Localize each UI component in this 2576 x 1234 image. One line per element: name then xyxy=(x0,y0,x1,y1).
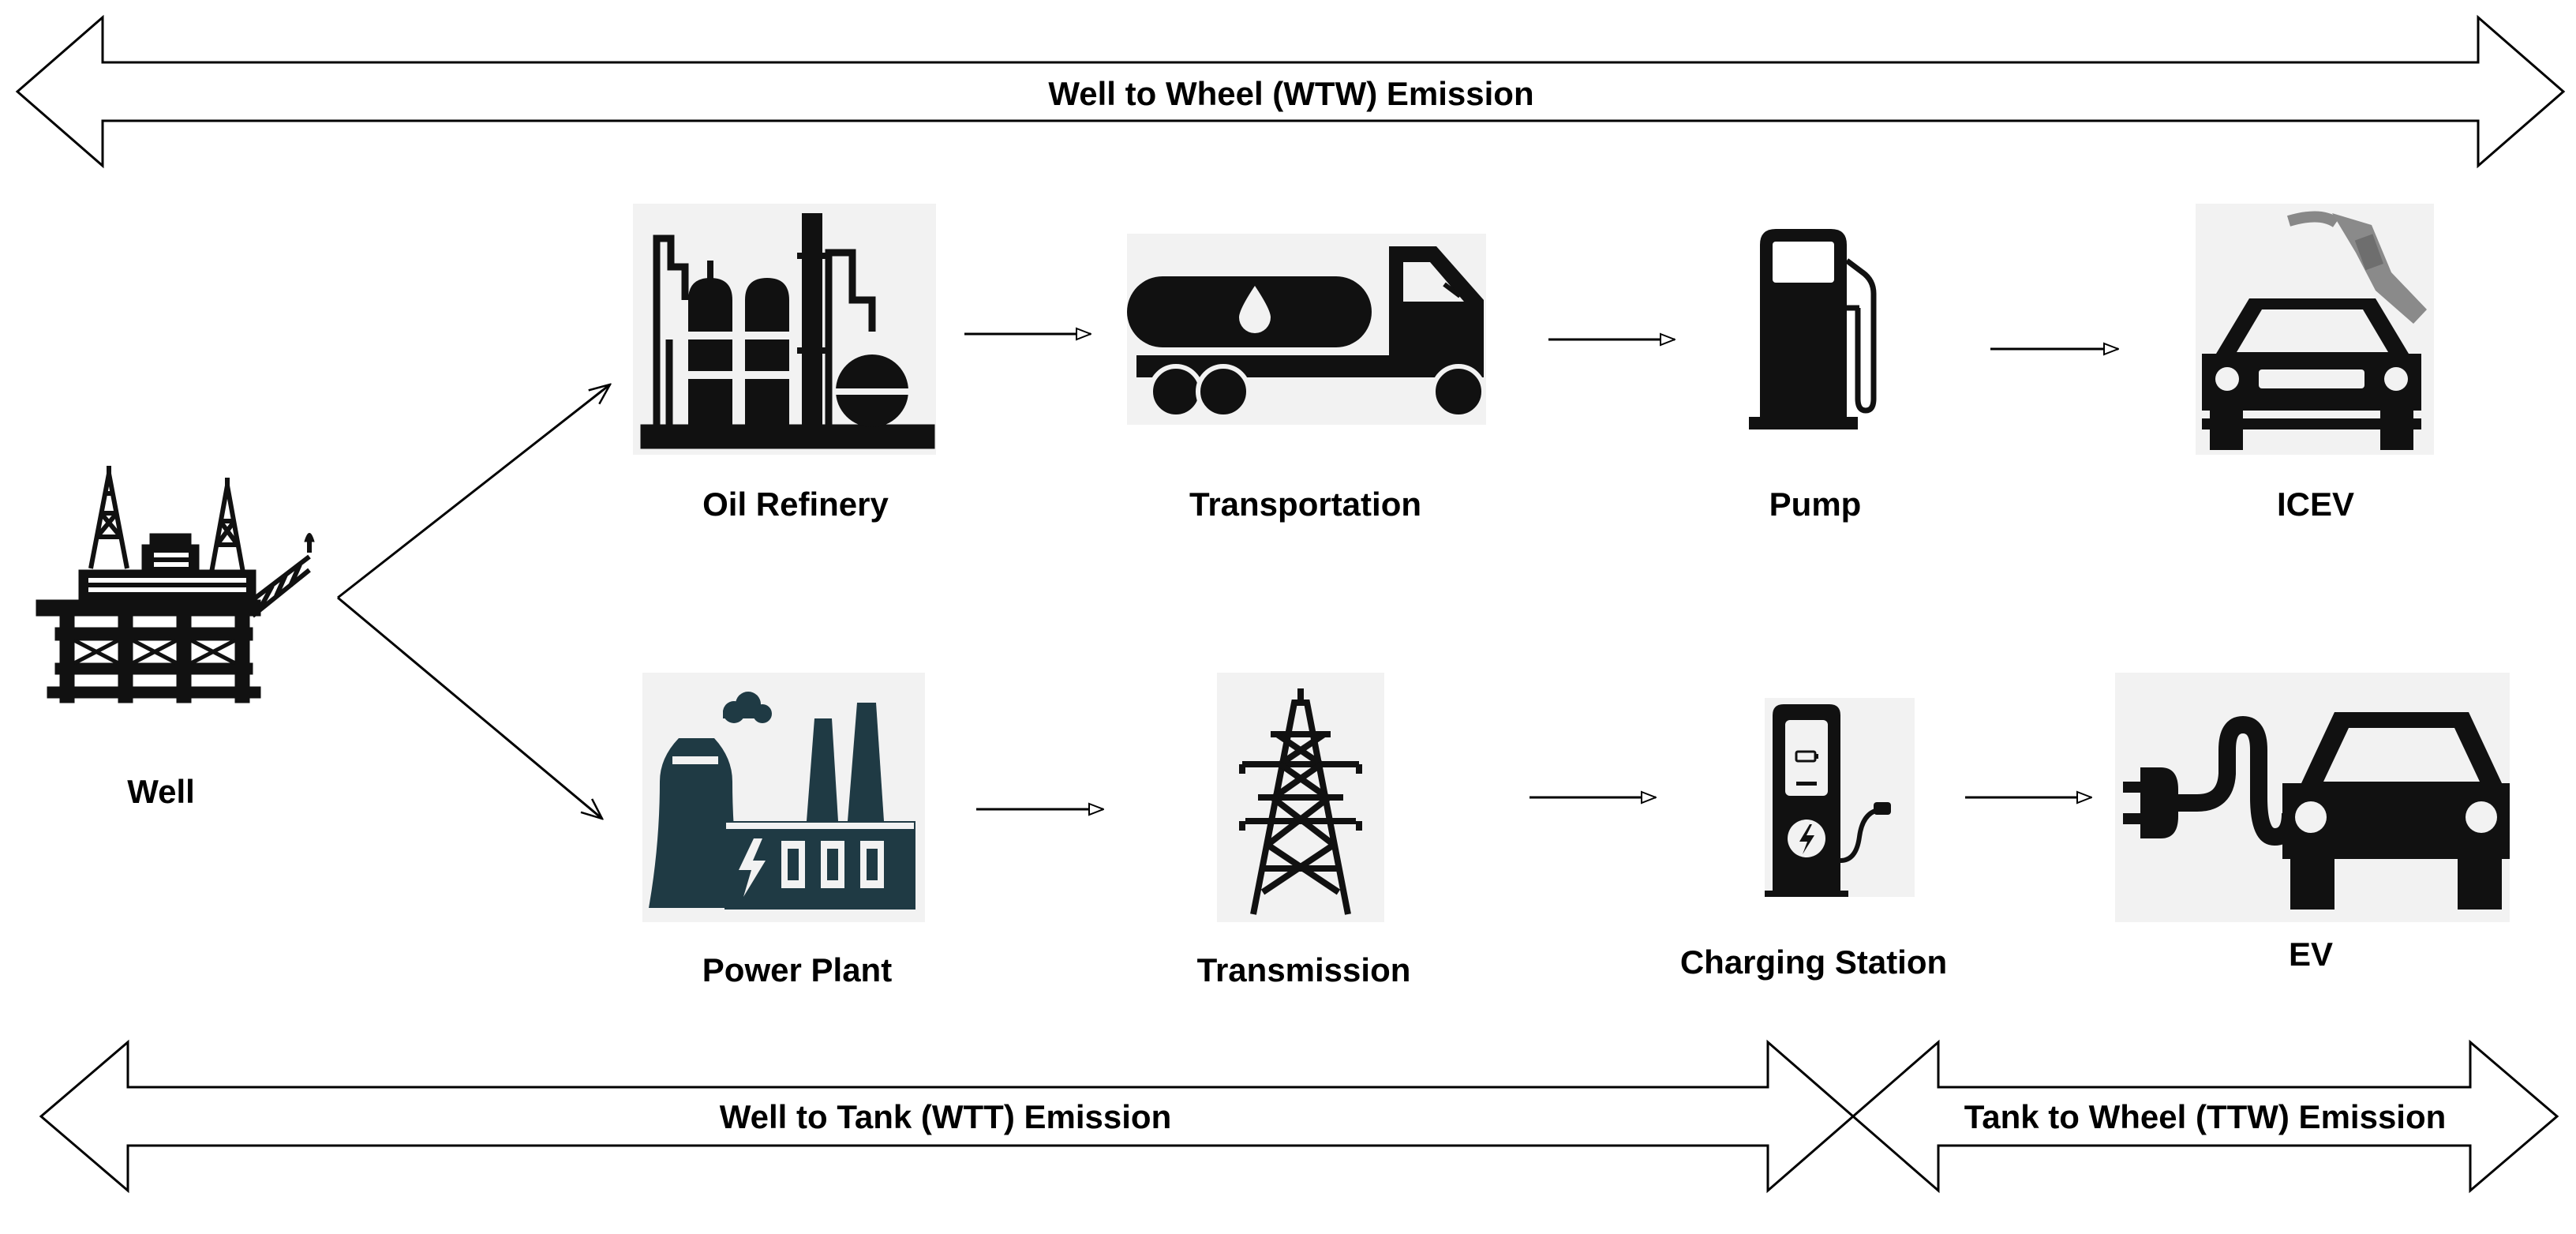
transmission-tower-icon xyxy=(1239,688,1362,915)
pump-label: Pump xyxy=(1769,486,1862,523)
ev-label: EV xyxy=(2288,936,2334,973)
oil-rig-icon xyxy=(36,466,315,703)
flow-arrows xyxy=(337,334,2118,819)
wtw-band-label: Well to Wheel (WTW) Emission xyxy=(1048,75,1534,112)
ttw-double-arrow xyxy=(1851,1039,2559,1194)
power-plant-icon xyxy=(649,692,915,910)
transmission-label: Transmission xyxy=(1196,951,1411,988)
power-plant-label: Power Plant xyxy=(702,951,893,988)
charging-station-label: Charging Station xyxy=(1679,943,1948,981)
transportation-label: Transportation xyxy=(1189,486,1422,523)
wtw-double-arrow xyxy=(15,14,2566,169)
ttw-band-label: Tank to Wheel (TTW) Emission xyxy=(1964,1098,2447,1135)
refinery-icon xyxy=(640,213,935,449)
icev-label: ICEV xyxy=(2276,486,2355,523)
fuel-pump-icon xyxy=(1749,229,1877,429)
ev-charger-icon xyxy=(1765,704,1891,897)
electric-car-plug-icon xyxy=(2123,712,2510,910)
well-label: Well xyxy=(127,773,195,810)
arrow-well-to-powerplant xyxy=(337,596,602,819)
arrow-well-to-refinery xyxy=(337,384,610,599)
oil-refinery-label: Oil Refinery xyxy=(702,486,889,523)
wtt-band-label: Well to Tank (WTT) Emission xyxy=(719,1098,1172,1135)
tanker-truck-icon xyxy=(1127,246,1486,419)
car-fuel-nozzle-icon xyxy=(2202,211,2427,450)
